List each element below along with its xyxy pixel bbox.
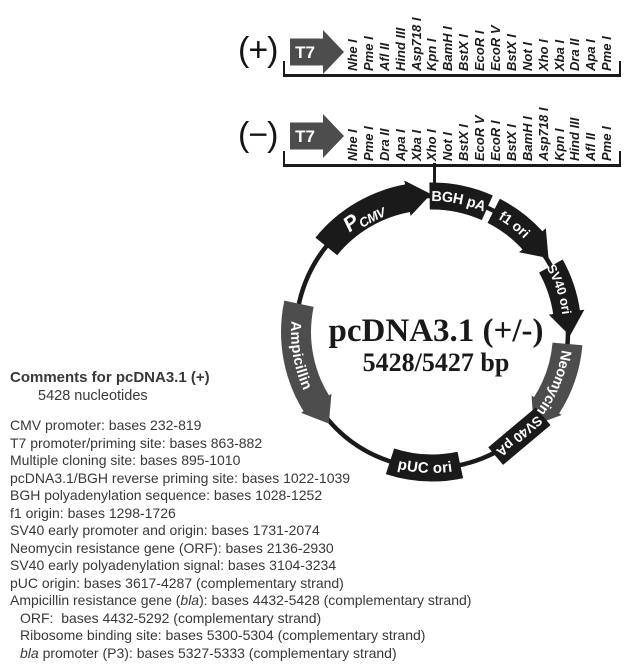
plasmid-name: pcDNA3.1 (+/-) (328, 313, 544, 349)
comment-line: Ribosome binding site: bases 5300-5304 (… (20, 627, 426, 643)
comment-line: Multiple cloning site: bases 895-1010 (10, 452, 241, 468)
puc-ori-label: pUC ori (396, 456, 453, 477)
comment-line: CMV promoter: bases 232-819 (10, 417, 202, 433)
mcs-bracket-minus (283, 151, 621, 167)
mcs-bracket-plus (283, 61, 621, 77)
comments-block: Comments for pcDNA3.1 (+) 5428 nucleotid… (10, 369, 530, 662)
mcs-to-map-connector (433, 163, 436, 201)
cmv-promoter-arrow (315, 180, 432, 256)
ampicillin-arrow (281, 300, 332, 424)
bgh-pa-box (429, 182, 493, 221)
puc-ori-box (385, 448, 464, 482)
t7-promoter-arrow-icon: T7 (290, 114, 344, 158)
comment-line: Neomycin resistance gene (ORF): bases 21… (10, 539, 334, 556)
t7-label: T7 (295, 127, 315, 146)
t7-label: T7 (295, 43, 315, 62)
comment-line: pcDNA3.1/BGH reverse priming site: bases… (10, 469, 351, 486)
comment-line: pUC origin: bases 3617-4287 (complementa… (10, 574, 344, 591)
comments-title: Comments for pcDNA3.1 (+) (10, 369, 210, 386)
plasmid-size: 5428/5427 bp (362, 348, 510, 377)
comment-line: Ampicillin resistance gene (bla): bases … (10, 592, 472, 608)
f1-ori-arrow (487, 198, 549, 259)
sv40-ori-arrow (538, 259, 585, 336)
strand-plus-sign: (+) (238, 31, 278, 69)
t7-promoter-arrow-icon: T7 (290, 30, 344, 74)
comment-line: SV40 early polyadenylation signal: bases… (10, 557, 337, 573)
comment-line: SV40 early promoter and origin: bases 17… (10, 522, 320, 538)
strand-minus-sign: (−) (238, 116, 278, 154)
comments-subtitle: 5428 nucleotides (38, 388, 148, 404)
comment-line: T7 promoter/priming site: bases 863-882 (10, 434, 263, 451)
comment-line: ORF: bases 4432-5292 (complementary stra… (20, 609, 322, 626)
comment-line: f1 origin: bases 1298-1726 (10, 504, 176, 521)
neomycin-arrow (531, 342, 583, 426)
comment-line: bla promoter (P3): bases 5327-5333 (comp… (20, 644, 397, 661)
comment-line: BGH polyadenylation sequence: bases 1028… (10, 487, 323, 503)
